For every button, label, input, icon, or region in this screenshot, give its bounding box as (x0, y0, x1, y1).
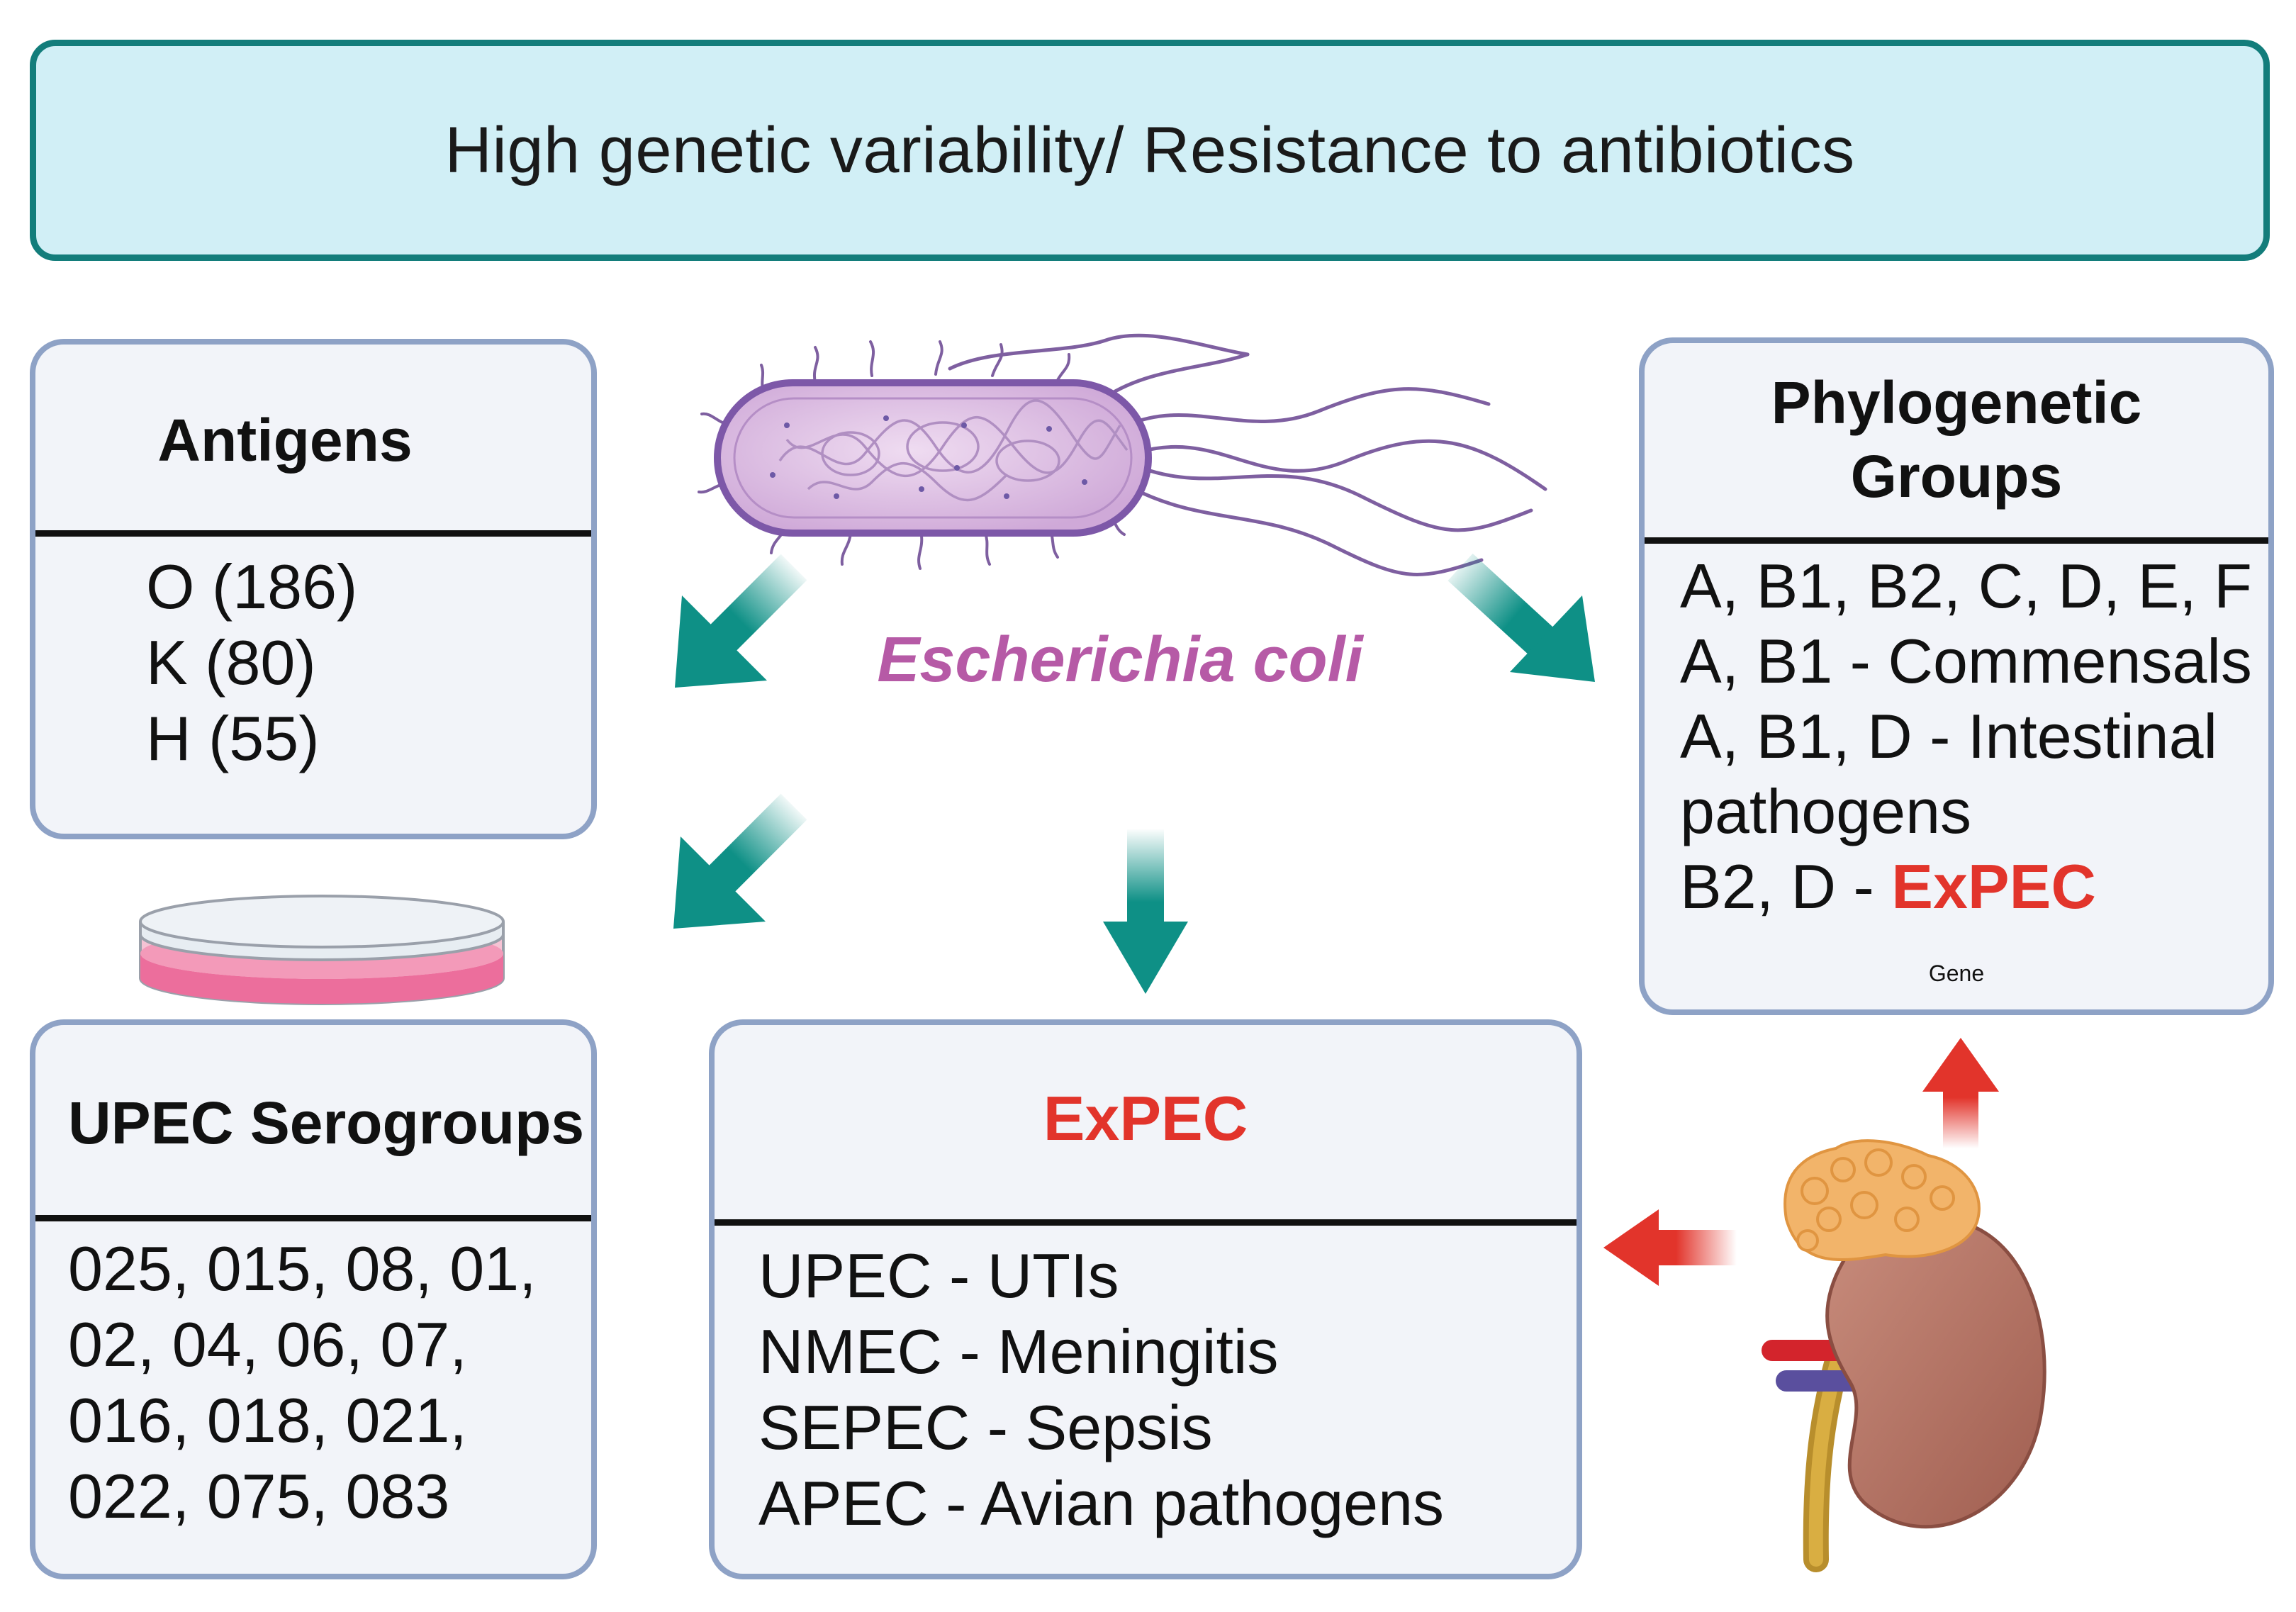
upec-serogroups-card: UPEC Serogroups 025, 015, 08, 01, 02, 04… (30, 1019, 597, 1579)
serogroup-line: 025, 015, 08, 01, (68, 1233, 537, 1304)
expec-item: SEPEC - Sepsis (758, 1392, 1213, 1462)
phylogenetic-groups-card: Phylogenetic Groups A, B1, B2, C, D, E, … (1639, 337, 2274, 1015)
serogroup-line: 022, 075, 083 (68, 1461, 450, 1531)
antigen-item: K (80) (146, 627, 316, 698)
phylo-line-prefix: B2, D - (1680, 851, 1892, 922)
top-banner: High genetic variability/ Resistance to … (30, 40, 2270, 261)
expec-divider (715, 1219, 1577, 1226)
serogroup-line: 016, 018, 021, (68, 1385, 467, 1455)
antigen-item: O (186) (146, 552, 358, 622)
gene-label: Gene (1928, 961, 1985, 986)
phylo-line: A, B1, D - Intestinal (1680, 701, 2218, 771)
expec-item: APEC - Avian pathogens (758, 1468, 1445, 1538)
arrow-kidney-to-phylo-icon (1922, 1038, 1999, 1148)
arrow-to-upec-icon (673, 793, 807, 929)
kidney-icon (1762, 1139, 2046, 1572)
antigen-item: H (55) (146, 703, 320, 773)
petri-dish-icon (139, 895, 505, 1005)
phylo-title-line: Groups (1850, 443, 2063, 510)
phylo-line: A, B1, B2, C, D, E, F (1680, 551, 2252, 621)
banner-text: High genetic variability/ Resistance to … (444, 113, 1855, 186)
phylo-list: A, B1, B2, C, D, E, F A, B1 - Commensals… (1680, 549, 2252, 924)
arrow-kidney-to-expec-icon (1603, 1209, 1737, 1286)
expec-item: NMEC - Meningitis (758, 1316, 1279, 1387)
expec-card: ExPEC UPEC - UTIs NMEC - Meningitis SEPE… (709, 1019, 1582, 1579)
arrow-to-antigens-icon (675, 554, 807, 688)
arrow-to-expec-icon (1103, 829, 1188, 994)
arrow-to-phylo-icon (1447, 553, 1595, 682)
phylo-divider (1645, 537, 2268, 544)
antigens-card: Antigens O (186) K (80) H (55) (30, 339, 597, 839)
serogroup-line: 02, 04, 06, 07, (68, 1309, 467, 1379)
expec-item: UPEC - UTIs (758, 1241, 1119, 1311)
antigens-title: Antigens (157, 406, 413, 474)
phylo-line: pathogens (1680, 776, 1972, 846)
bacterium-icon (698, 333, 1547, 576)
expec-list: UPEC - UTIs NMEC - Meningitis SEPEC - Se… (758, 1238, 1444, 1541)
phylogenetic-groups-title: Phylogenetic Groups (1645, 343, 2268, 536)
upec-serogroups-title: UPEC Serogroups (68, 1089, 585, 1156)
phylo-line: B2, D - ExPEC (1680, 849, 2252, 924)
upec-divider (35, 1215, 591, 1221)
phylo-line: A, B1 - Commensals (1680, 626, 2252, 696)
expec-highlight: ExPEC (1891, 851, 2096, 922)
expec-title: ExPEC (1043, 1083, 1248, 1153)
antigens-list: O (186) K (80) H (55) (146, 549, 357, 776)
phylo-title-line: Phylogenetic (1771, 369, 2142, 436)
species-label: Escherichia coli (877, 625, 1363, 695)
antigens-divider (35, 530, 591, 537)
upec-serogroups-list: 025, 015, 08, 01, 02, 04, 06, 07, 016, 0… (68, 1231, 537, 1534)
